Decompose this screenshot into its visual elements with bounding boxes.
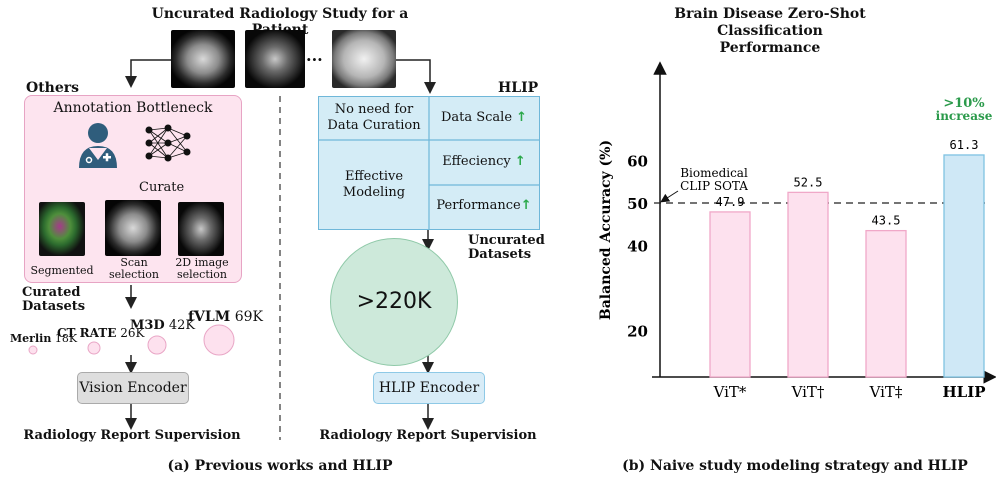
others-panel: Annotation Bottleneck Curate Segmented S… [24, 95, 242, 283]
effective-cell: Effective Modeling [342, 169, 406, 200]
bar [787, 191, 829, 378]
x-tick-label: ViT† [791, 383, 825, 401]
bubble-m3d [147, 335, 167, 355]
right-supervision-label: Radiology Report Supervision [319, 428, 537, 443]
bubble-fvlm [203, 324, 235, 356]
efficiency-cell: Effeciency ↑ [442, 154, 526, 169]
bottleneck-title: Annotation Bottleneck [53, 100, 213, 116]
annotation-text: >10% [943, 96, 985, 111]
bar [865, 229, 907, 378]
thumb-label-scan-selection: Scan selection [109, 256, 159, 281]
y-tick-label: 40 [627, 238, 648, 256]
bar-value-label: 43.5 [872, 214, 901, 228]
dataset-ctrate: CT RATE 26K [57, 326, 145, 340]
vision-encoder-box: Vision Encoder [77, 372, 189, 404]
bar-value-label: 61.3 [950, 138, 979, 152]
data-scale-cell: Data Scale ↑ [440, 110, 528, 125]
up-arrow-icon: ↑ [514, 154, 526, 169]
thumb-label-segmented: Segmented [30, 264, 94, 277]
hlip-table: No need for Data Curation Effective Mode… [318, 96, 540, 230]
doctor-icon [79, 123, 117, 168]
up-arrow-icon: ↑ [520, 198, 532, 213]
bar [709, 211, 751, 378]
y-tick-label: 20 [627, 323, 648, 341]
table-lines [319, 97, 539, 229]
uncurated-count-circle: >220K [330, 238, 458, 366]
scan-thumb-1 [171, 30, 235, 88]
scan-thumb-3 [332, 30, 396, 88]
bar [943, 154, 985, 378]
ellipsis: ... [306, 46, 323, 65]
curate-label: Curate [139, 180, 185, 195]
up-arrow-icon: ↑ [516, 110, 528, 125]
dataset-fvlm: fVLM 69K [188, 309, 263, 325]
reference-pointer [660, 190, 679, 203]
annotation-text: increase [936, 109, 993, 123]
bubble-merlin [28, 345, 38, 355]
bar-chart: Balanced Accuracy (%) 20 40 50 60BiomedicalC… [598, 61, 996, 401]
left-supervision-label: Radiology Report Supervision [23, 428, 241, 443]
scan-thumb-2 [245, 30, 305, 88]
caption-b: (b) Naive study modeling strategy and HL… [622, 458, 968, 474]
caption-a: (a) Previous works and HLIP [167, 458, 393, 474]
curated-datasets-label: Curated Datasets [22, 285, 86, 314]
y-axis-label: Balanced Accuracy (%) [598, 140, 614, 320]
scan-selection-thumb [105, 200, 161, 256]
hlip-label: HLIP [498, 80, 539, 96]
segmented-thumb [39, 202, 85, 256]
uncurated-datasets-label: Uncurated Datasets [468, 233, 545, 262]
bar-value-label: 47.9 [716, 195, 745, 209]
x-tick-label: ViT‡ [869, 383, 903, 401]
performance-cell: Performance↑ [436, 198, 532, 213]
reference-label: Biomedical [680, 166, 748, 180]
hlip-encoder-box: HLIP Encoder [373, 372, 485, 404]
y-tick-label: 60 [627, 153, 648, 171]
bar-value-label: 52.5 [794, 175, 823, 189]
others-label: Others [26, 80, 80, 96]
no-need-cell: No need for Data Curation [327, 102, 421, 133]
x-tick-label: HLIP [942, 383, 985, 401]
bubble-ctrate [87, 341, 101, 355]
dataset-bubbles [28, 324, 235, 356]
y-tick-label: 50 [627, 195, 648, 213]
slice-selection-thumb [178, 202, 224, 256]
neural-network-icon [145, 124, 191, 162]
x-tick-label: ViT* [713, 383, 747, 401]
reference-label: CLIP SOTA [680, 179, 748, 193]
thumb-label-2d-selection: 2D image selection [175, 256, 229, 281]
chart-title: Brain Disease Zero-Shot Classification P… [674, 6, 866, 56]
dataset-m3d: M3D 42K [130, 318, 196, 333]
dataset-merlin: Merlin 18K [10, 332, 78, 345]
